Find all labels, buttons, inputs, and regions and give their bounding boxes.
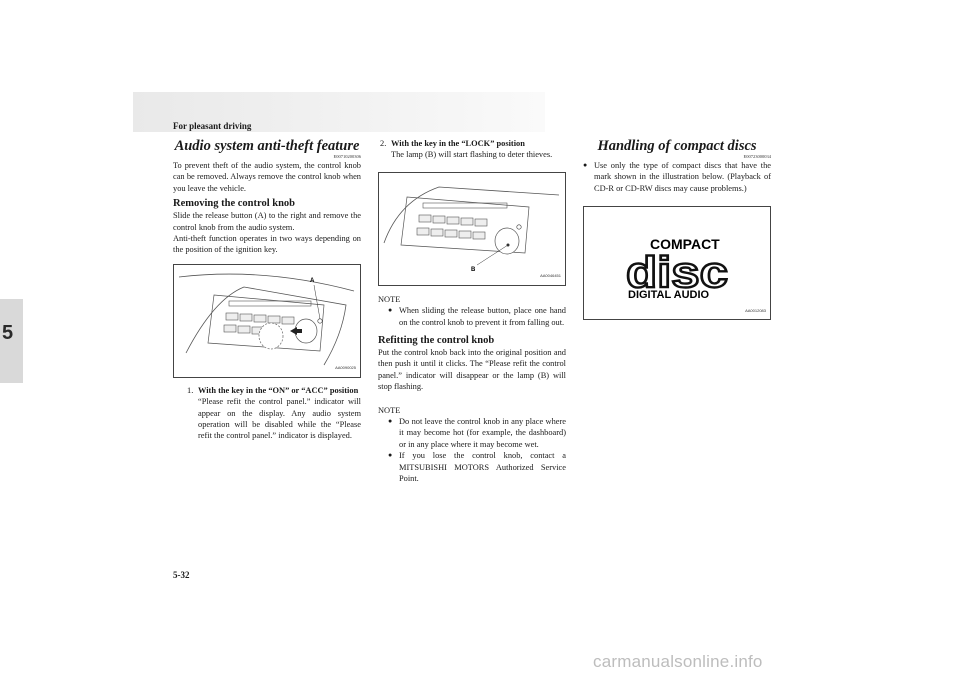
- step-title: With the key in the “LOCK” position: [391, 139, 525, 148]
- figure-lock-lamp: B AA0046451: [378, 171, 566, 286]
- subheading-removing: Removing the control knob: [173, 198, 296, 210]
- note-label: NOTE: [378, 405, 401, 415]
- refitting-text: Put the control knob back into the origi…: [378, 348, 566, 392]
- note-text: If you lose the control knob, contact a …: [399, 451, 566, 484]
- logo-compact-text: COMPACT: [650, 236, 720, 252]
- figure-label-a: A: [310, 278, 315, 284]
- section-title: For pleasant driving: [173, 121, 252, 131]
- step-number: 1.: [187, 385, 194, 395]
- audio-unit-illustration: A: [178, 273, 355, 366]
- watermark: carmanualsonline.info: [593, 652, 763, 671]
- section-heading: Handling of compact discs: [597, 138, 757, 154]
- bullet-icon: ●: [388, 417, 393, 426]
- note-text: When sliding the release button, place o…: [399, 306, 566, 327]
- subheading-refitting: Refitting the control knob: [378, 335, 495, 347]
- step-2: 2. With the key in the “LOCK” position T…: [378, 138, 566, 161]
- note-text: Do not leave the control knob in any pla…: [399, 417, 566, 449]
- bullet-icon: ●: [583, 161, 588, 169]
- figure-code: AA0090025: [335, 365, 356, 371]
- figure-code: AA0012083: [745, 307, 766, 313]
- step-1: 1. With the key in the “ON” or “ACC” pos…: [173, 385, 361, 442]
- bullet-icon: ●: [388, 451, 393, 460]
- page-number: 5-32: [173, 570, 190, 580]
- removing-text-1: Slide the release button (A) to the righ…: [173, 211, 361, 232]
- logo-disc-mark: disc: [626, 248, 728, 297]
- chapter-tab: [0, 299, 23, 383]
- figure-cd-logo: COMPACT disc DIGITAL AUDIO AA0012083: [583, 206, 771, 321]
- intro-text: To prevent theft of the audio system, th…: [173, 161, 361, 193]
- step-number: 2.: [380, 139, 387, 148]
- step-text: The lamp (B) will start flashing to dete…: [391, 150, 553, 160]
- figure-audio-release: A AA0090025: [173, 263, 361, 378]
- note-label: NOTE: [378, 294, 401, 304]
- figure-label-b: B: [471, 267, 476, 273]
- section-code: E00723000034: [743, 154, 772, 159]
- left-column: Audio system anti-theft feature E0071020…: [173, 138, 361, 442]
- compact-disc-logo: COMPACT disc DIGITAL AUDIO: [625, 236, 729, 301]
- note-2: NOTE ● Do not leave the control knob in …: [378, 405, 566, 485]
- cd-instruction: Use only the type of compact discs that …: [594, 161, 771, 193]
- step-text: “Please refit the control panel.” indica…: [198, 397, 361, 441]
- bullet-icon: ●: [388, 306, 393, 315]
- right-column: Handling of compact discs E00723000034 ●…: [583, 138, 772, 321]
- middle-column: 2. With the key in the “LOCK” position T…: [378, 138, 566, 485]
- removing-text-2: Anti-theft function operates in two ways…: [173, 234, 361, 255]
- logo-digital-audio-text: DIGITAL AUDIO: [628, 289, 710, 301]
- chapter-number: 5: [2, 322, 14, 344]
- section-heading: Audio system anti-theft feature: [174, 138, 360, 154]
- note-1: NOTE ● When sliding the release button, …: [378, 294, 566, 328]
- audio-unit-illustration: B: [383, 186, 560, 273]
- figure-code: AA0046451: [540, 273, 561, 279]
- section-code: E00710200306: [333, 154, 362, 159]
- step-title: With the key in the “ON” or “ACC” positi…: [198, 385, 359, 395]
- header-band: [133, 92, 545, 132]
